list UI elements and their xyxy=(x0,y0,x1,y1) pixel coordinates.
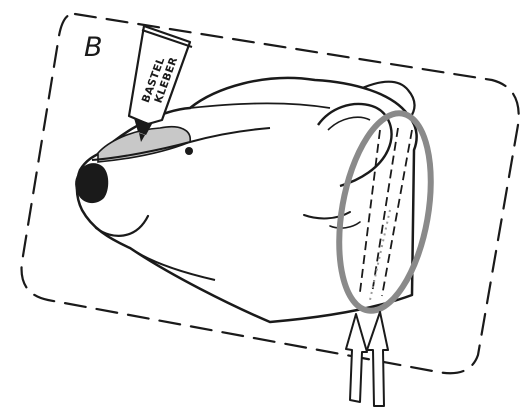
step-letter: B xyxy=(84,32,103,63)
arrow-up-icon xyxy=(367,312,388,406)
bear-head xyxy=(75,78,417,322)
bear-eye xyxy=(185,147,193,155)
